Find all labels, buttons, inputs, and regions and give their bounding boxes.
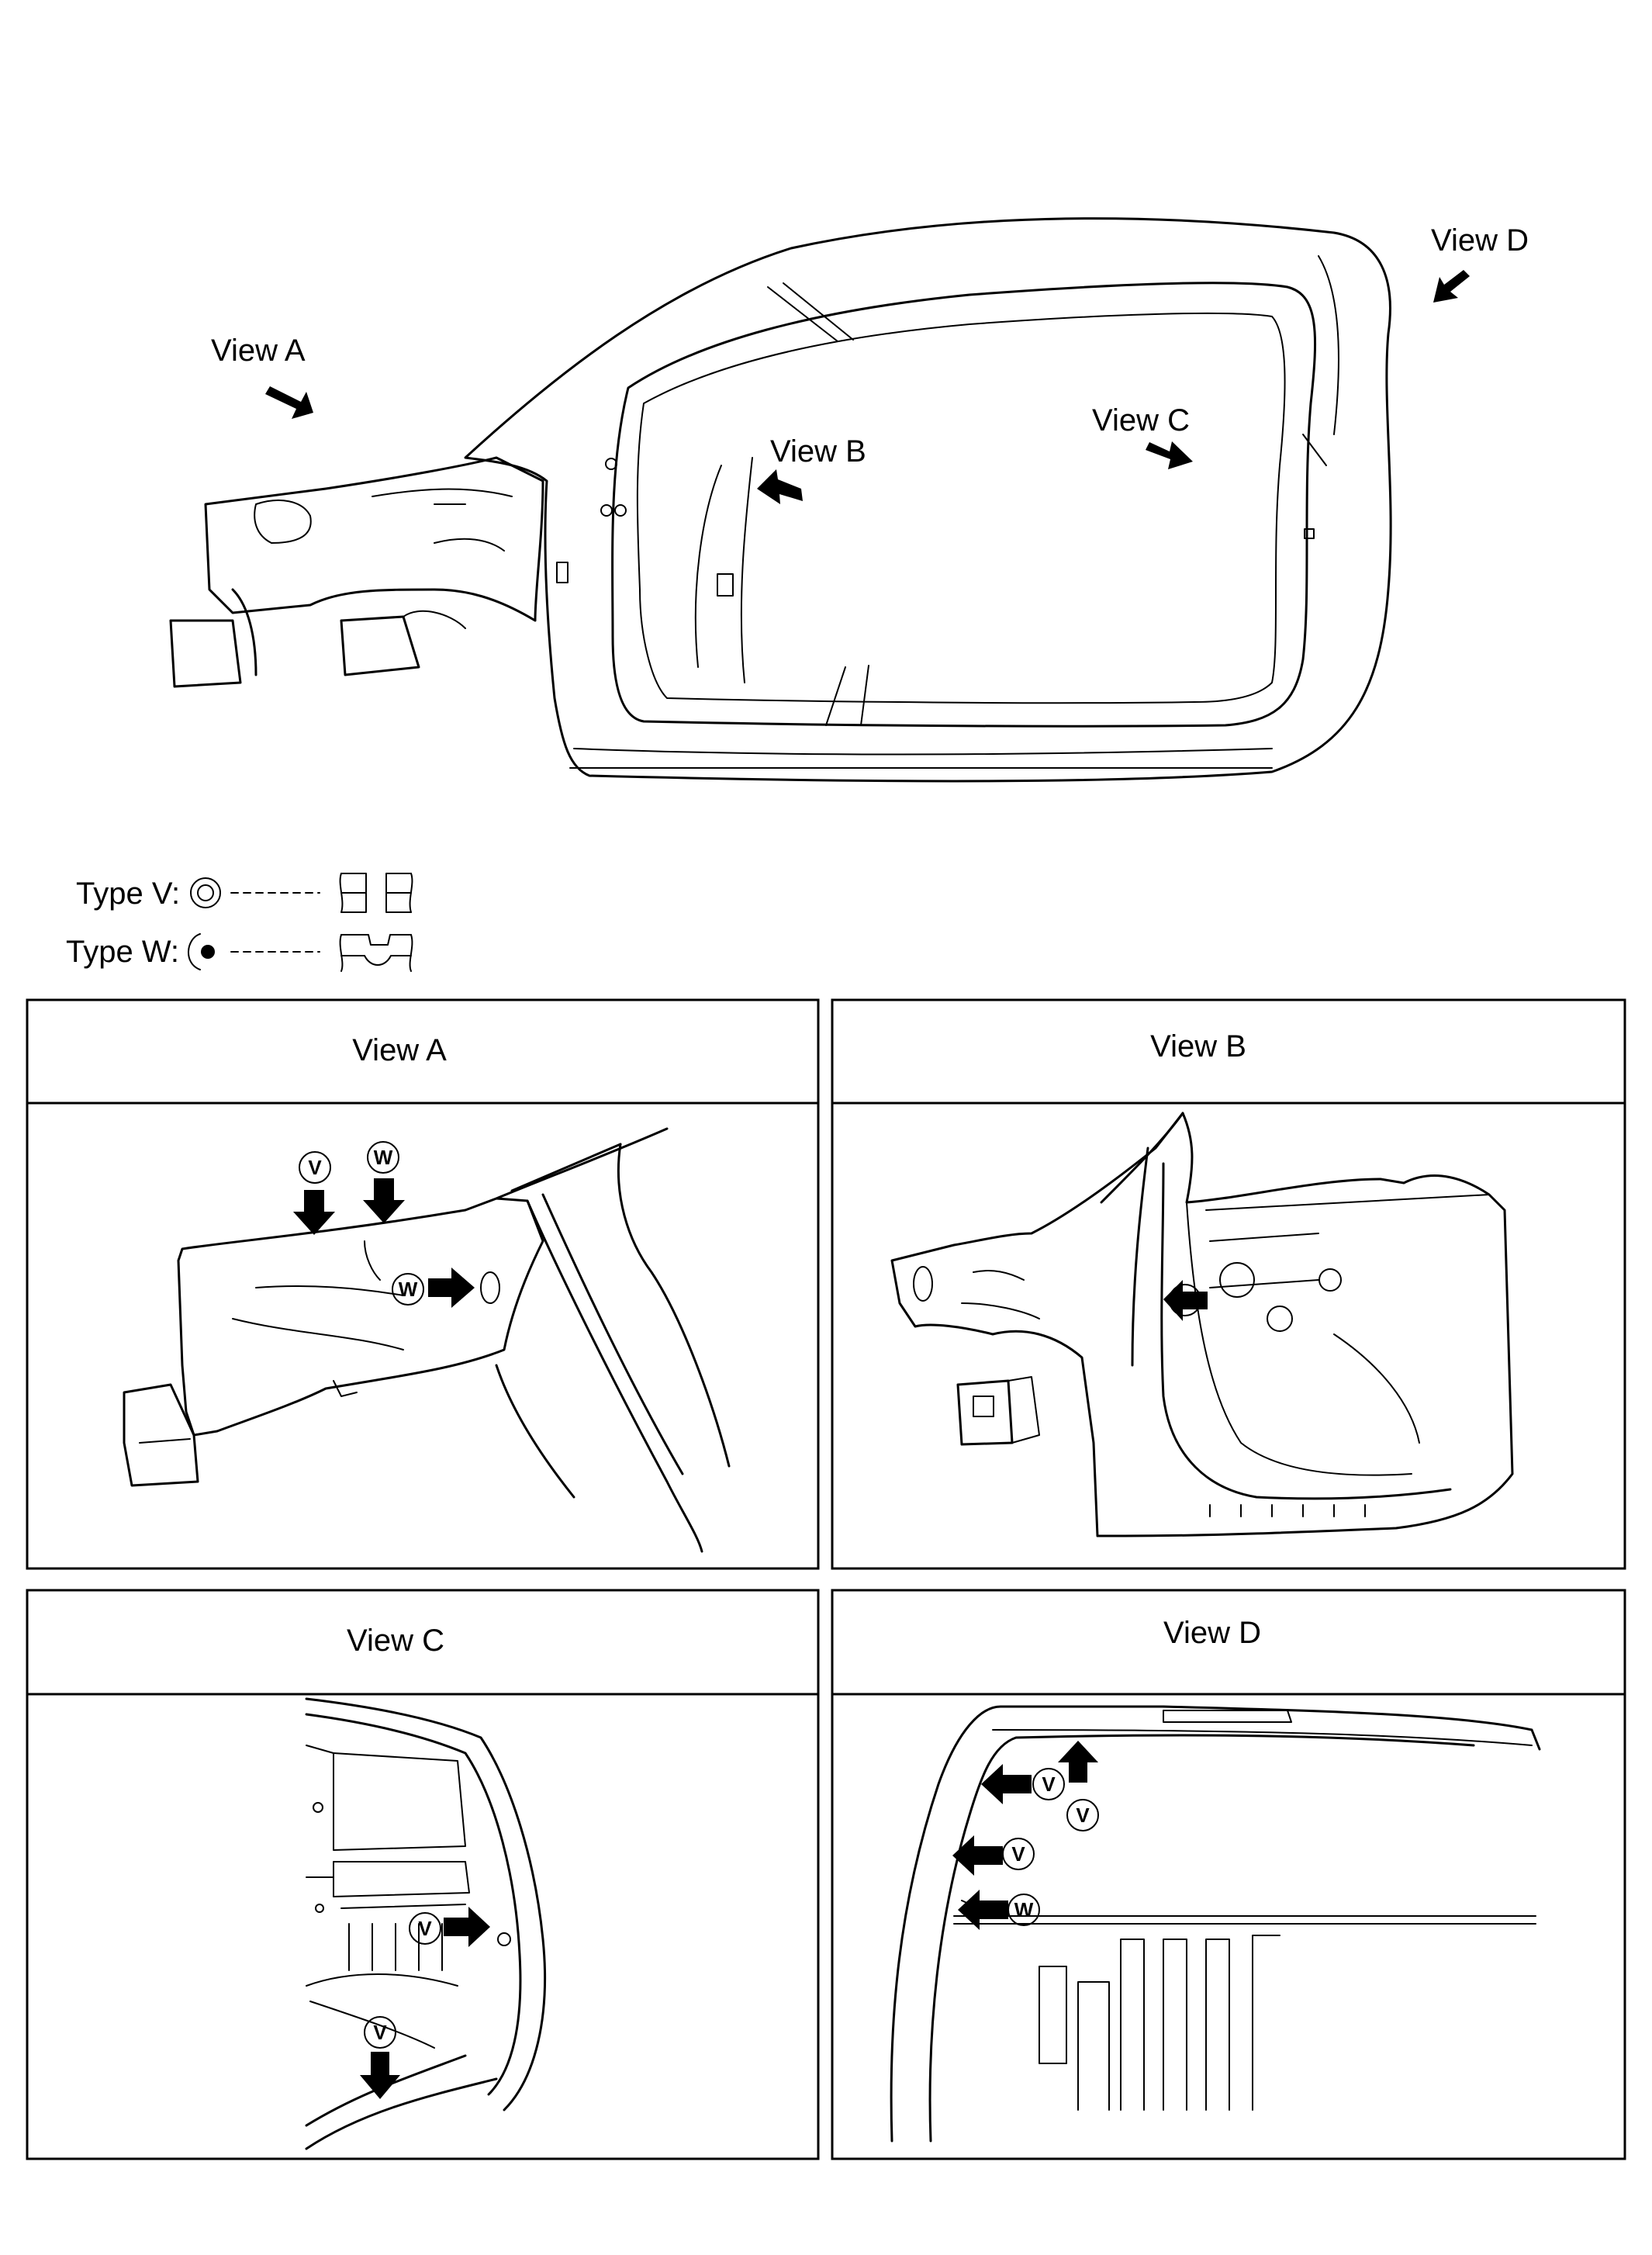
view-a-callout-w-top: W (367, 1141, 399, 1174)
arrow-view-d (1433, 270, 1470, 303)
view-d-drawing (890, 1705, 1541, 2143)
panel-view-d (831, 1589, 1626, 2160)
panel-b-title: View B (1150, 1029, 1246, 1064)
view-a-arrow-v (293, 1190, 335, 1235)
body-side-overview (169, 217, 1392, 783)
panel-c-title: View C (347, 1624, 444, 1658)
view-d-arrow-w (958, 1890, 1008, 1930)
view-d-callout-v-1: V (1032, 1768, 1065, 1800)
type-w-section-icon (339, 934, 413, 972)
view-a-drawing (123, 1127, 731, 1553)
panel-a-title: View A (352, 1033, 447, 1067)
view-a-callout-w-side: W (392, 1273, 424, 1306)
panel-d-title: View D (1163, 1616, 1261, 1650)
legend-type-v-label: Type V: (76, 877, 180, 911)
svg-text:V: V (1042, 1773, 1056, 1796)
arrow-view-b (757, 469, 803, 504)
label-view-d: View D (1431, 223, 1529, 258)
label-view-c: View C (1092, 403, 1190, 438)
svg-text:W: W (374, 1146, 393, 1169)
svg-text:V: V (308, 1156, 322, 1179)
view-d-callout-w: W (1007, 1894, 1040, 1926)
view-a-arrow-w-side (428, 1268, 475, 1308)
view-d-callout-v-up: V (1066, 1799, 1099, 1831)
arrow-view-a (265, 386, 313, 419)
legend: Type V: Type W: (66, 873, 413, 972)
svg-text:W: W (399, 1278, 418, 1301)
panel-view-c (26, 1589, 820, 2160)
view-d-arrow-v-1 (981, 1764, 1032, 1804)
svg-text:V: V (373, 2021, 387, 2044)
view-c-callout-v-side: V (409, 1912, 441, 1945)
type-v-section-icon (339, 873, 413, 913)
view-a-callout-v: V (299, 1151, 331, 1184)
svg-text:V: V (1178, 1288, 1192, 1312)
view-a-arrow-w-top (363, 1178, 405, 1223)
legend-type-w-label: Type W: (66, 935, 179, 969)
type-v-symbol-icon (190, 877, 221, 908)
label-view-b: View B (770, 434, 866, 469)
view-c-arrow-v-side (444, 1907, 490, 1947)
svg-text:W: W (1014, 1898, 1034, 1921)
panel-view-b (831, 998, 1626, 1570)
type-w-symbol-icon (188, 933, 215, 970)
svg-text:V: V (1011, 1842, 1025, 1866)
view-d-arrow-v-2 (952, 1835, 1003, 1876)
view-b-drawing (890, 1112, 1514, 1537)
svg-text:V: V (418, 1917, 432, 1940)
arrow-view-c (1146, 441, 1193, 469)
label-view-a: View A (211, 334, 306, 368)
view-c-arrow-v-down (360, 2052, 400, 2099)
view-c-callout-v-down: V (364, 2016, 396, 2049)
svg-text:V: V (1076, 1804, 1090, 1827)
view-b-callout-v: V (1169, 1284, 1201, 1316)
view-d-arrow-v-up (1058, 1741, 1098, 1783)
panel-view-a (26, 998, 820, 1570)
view-d-callout-v-2: V (1002, 1838, 1035, 1870)
